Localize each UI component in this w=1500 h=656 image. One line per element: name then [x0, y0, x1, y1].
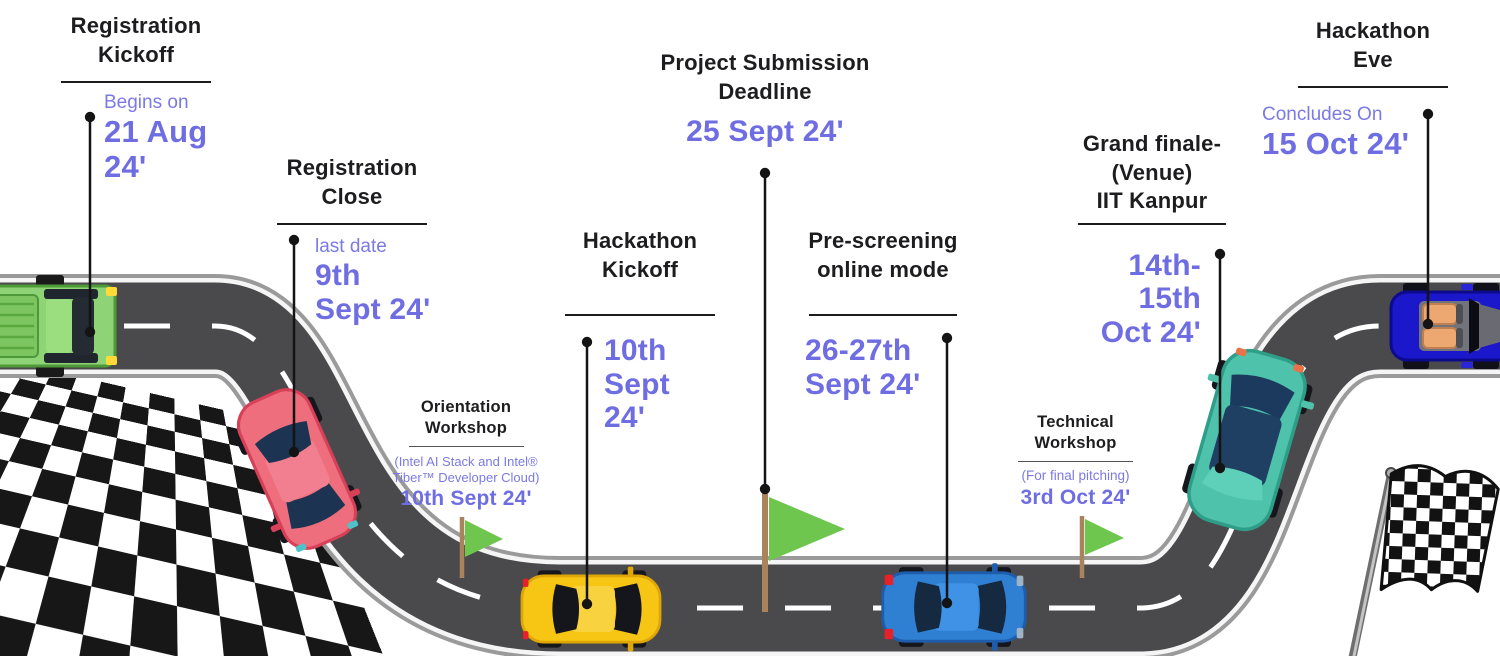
title-underline — [809, 314, 957, 317]
orientation-workshop-flag-icon — [459, 517, 503, 578]
milestone-title: Registration Close — [286, 155, 418, 209]
title-underline — [408, 446, 524, 448]
milestone-title: Technical Workshop — [1034, 413, 1117, 452]
milestone-registration-kickoff: Registration Kickoff Begins on 21 Aug 24… — [30, 12, 242, 184]
milestone-date: 26-27th Sept 24' — [805, 334, 921, 401]
milestone-title: Hackathon Kickoff — [582, 228, 698, 282]
milestone-date: 21 Aug 24' — [104, 113, 208, 184]
milestone-orientation-workshop: Orientation Workshop (Intel AI Stack and… — [390, 397, 542, 511]
milestone-label: Begins on — [104, 92, 189, 114]
technical-workshop-flag-icon — [1079, 516, 1124, 578]
milestone-label: last date — [315, 236, 387, 258]
blue-car — [881, 563, 1027, 651]
red-car — [233, 388, 362, 553]
milestone-date: 10th Sept 24' — [604, 334, 670, 435]
milestone-date: 9th Sept 24' — [315, 258, 431, 326]
milestone-pre-screening: Pre-screening online mode 26-27th Sept 2… — [802, 227, 964, 401]
title-underline — [1018, 461, 1133, 463]
milestone-note: (For final pitching) — [1021, 468, 1130, 484]
project-submission-flag-icon — [762, 490, 845, 612]
milestone-registration-close: Registration Close last date 9th Sept 24… — [272, 154, 432, 326]
milestone-title: Pre-screening online mode — [808, 228, 958, 282]
milestone-date: 10th Sept 24' — [400, 487, 532, 511]
milestone-title: Grand finale- (Venue) IIT Kanpur — [1082, 131, 1222, 214]
title-underline — [1298, 86, 1448, 89]
milestone-date: 3rd Oct 24' — [1020, 486, 1131, 510]
milestone-connector-dots — [84, 108, 1434, 610]
teal-car — [1182, 347, 1315, 532]
milestone-grand-finale: Grand finale- (Venue) IIT Kanpur 14th-15… — [1072, 130, 1232, 350]
milestone-title: Orientation Workshop — [420, 398, 512, 437]
title-underline — [1078, 222, 1226, 225]
milestone-title: Project Submission Deadline — [660, 50, 870, 104]
milestone-hackathon-eve: Hackathon Eve Concludes On 15 Oct 24' — [1262, 17, 1450, 160]
milestone-label: Concludes On — [1262, 104, 1383, 125]
green-truck — [0, 275, 117, 377]
milestone-technical-workshop: Technical Workshop (For final pitching) … — [1008, 412, 1143, 510]
milestone-note: (Intel AI Stack and Intel® Tiber™ Develo… — [392, 454, 540, 485]
checkered-finish-flag-icon — [1348, 464, 1500, 656]
milestone-date: 14th-15th Oct 24' — [1100, 248, 1201, 349]
milestone-date: 25 Sept 24' — [686, 115, 844, 149]
milestone-title: Registration Kickoff — [70, 13, 202, 67]
yellow-car — [520, 566, 662, 652]
title-underline — [565, 314, 715, 317]
blue-convertible — [1389, 283, 1500, 369]
milestone-date: 15 Oct 24' — [1262, 125, 1410, 161]
milestone-connectors — [88, 114, 1430, 604]
title-underline — [277, 223, 427, 226]
milestone-project-submission-deadline: Project Submission Deadline 25 Sept 24' — [637, 49, 893, 149]
milestone-hackathon-kickoff: Hackathon Kickoff 10th Sept 24' — [562, 227, 718, 435]
milestone-title: Hackathon Eve — [1315, 18, 1431, 72]
title-underline — [61, 81, 211, 84]
